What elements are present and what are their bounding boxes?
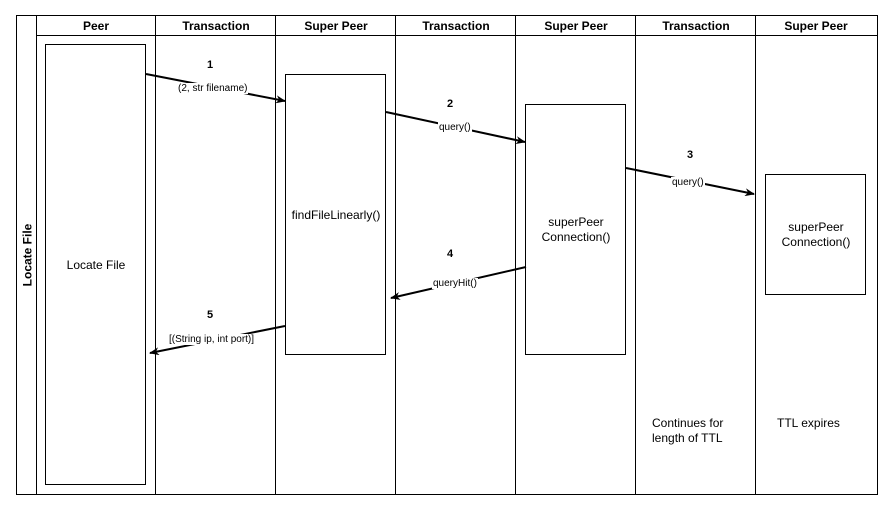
- super-peer-connection-label-1: superPeer Connection(): [541, 215, 611, 244]
- step-number-2: 2: [447, 98, 454, 110]
- pool-label: Locate File: [18, 16, 36, 494]
- super-peer-connection-label-2: superPeer Connection(): [781, 220, 851, 249]
- note-continues-for-ttl: Continues for length of TTL: [652, 416, 724, 445]
- pool-label-text: Locate File: [20, 223, 34, 287]
- lane-header-transaction-2: Transaction: [422, 19, 490, 33]
- lane-header-transaction-1: Transaction: [182, 19, 250, 33]
- pool-border: [16, 15, 878, 495]
- message-label-4: queryHit(): [432, 278, 478, 289]
- lane-header-super-peer-3: Super Peer: [784, 19, 848, 33]
- message-label-3: query(): [671, 177, 705, 188]
- lane-header-super-peer-1: Super Peer: [304, 19, 368, 33]
- step-number-3: 3: [687, 149, 694, 161]
- locate-file-box: [45, 44, 146, 485]
- note-ttl-expires: TTL expires: [777, 416, 840, 430]
- lane-header-peer: Peer: [82, 19, 110, 33]
- message-label-2: query(): [438, 122, 472, 133]
- super-peer-connection-box-1: [525, 104, 626, 355]
- find-file-box: [285, 74, 386, 355]
- locate-file-label: Locate File: [66, 257, 126, 272]
- find-file-linearly-label: findFileLinearly(): [291, 207, 381, 222]
- message-label-1: (2, str filename): [177, 83, 249, 94]
- message-label-5: [(String ip, int port)]: [168, 334, 256, 345]
- step-number-1: 1: [207, 59, 214, 71]
- lane-header-super-peer-2: Super Peer: [544, 19, 608, 33]
- lane-header-transaction-3: Transaction: [662, 19, 730, 33]
- super-peer-connection-box-2: [765, 174, 866, 295]
- step-number-5: 5: [207, 309, 214, 321]
- step-number-4: 4: [447, 248, 454, 260]
